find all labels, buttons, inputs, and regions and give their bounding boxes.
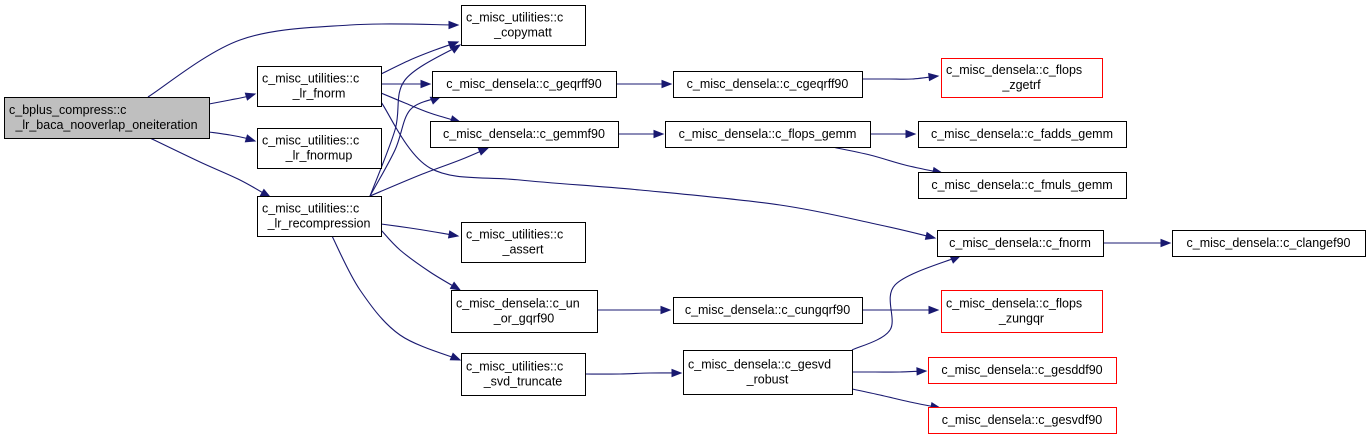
call-edge-cungqrf90-to-flops_zungqr	[862, 305, 940, 315]
node-label-line: c_misc_densela::c_gesvd	[688, 358, 831, 372]
node-root[interactable]: c_bplus_compress::c_lr_baca_nooverlap_on…	[4, 97, 210, 139]
node-label-line: _svd_truncate	[483, 375, 563, 389]
node-label-line: _lr_recompression	[267, 217, 371, 231]
call-edge-lr_recompression-to-gemmf90	[369, 147, 490, 197]
node-clangef90[interactable]: c_misc_densela::c_clangef90	[1172, 230, 1366, 257]
node-label-line: _zungqr	[998, 312, 1044, 326]
node-label-line: c_misc_densela::c_cgeqrff90	[687, 77, 849, 91]
call-edge-gesvd_robust-to-fnorm	[851, 255, 962, 351]
node-copymatt[interactable]: c_misc_utilities::c_copymatt	[461, 5, 586, 46]
node-lr-recompression[interactable]: c_misc_utilities::c_lr_recompression	[257, 196, 382, 237]
call-edge-gemmf90-to-flops_gemm	[618, 129, 665, 139]
node-cungqrf90[interactable]: c_misc_densela::c_cungqrf90	[673, 297, 863, 324]
call-edge-lr_recompression-to-svd_truncate	[331, 235, 462, 361]
node-label-line: _zgetrf	[1001, 78, 1041, 92]
node-fmuls-gemm[interactable]: c_misc_densela::c_fmuls_gemm	[918, 172, 1127, 199]
node-label-line: c_misc_utilities::c	[466, 360, 563, 374]
node-label-line: c_misc_densela::c_gesddf90	[941, 363, 1102, 377]
node-gemmf90[interactable]: c_misc_densela::c_gemmf90	[430, 121, 619, 148]
node-label-line: _robust	[746, 373, 789, 387]
node-lr-fnorm[interactable]: c_misc_utilities::c_lr_fnorm	[257, 66, 382, 107]
call-edge-lr_recompression-to-un_or_gqrf90	[380, 229, 462, 291]
node-label-line: c_misc_densela::c_gesvdf90	[942, 413, 1103, 427]
node-label-line: c_misc_utilities::c	[262, 134, 359, 148]
node-assert[interactable]: c_misc_utilities::c_assert	[461, 222, 586, 263]
node-gesvdf90[interactable]: c_misc_densela::c_gesvdf90	[928, 407, 1117, 434]
node-label-line: _copymatt	[493, 26, 552, 40]
call-edge-svd_truncate-to-gesvd_robust	[584, 368, 683, 378]
call-edge-lr_fnorm-to-geqrff90	[381, 79, 432, 89]
call-edge-lr_fnorm-to-copymatt	[380, 41, 460, 75]
node-label-line: c_misc_densela::c_flops_gemm	[679, 127, 857, 141]
call-edge-un_or_gqrf90-to-cungqrf90	[597, 305, 672, 315]
call-edge-gesvd_robust-to-gesvdf90	[851, 388, 942, 411]
call-edge-fnorm-to-clangef90	[1103, 238, 1172, 248]
node-gesvd-robust[interactable]: c_misc_densela::c_gesvd_robust	[683, 350, 853, 395]
call-edge-gesvd_robust-to-gesddf90	[852, 367, 928, 376]
node-label-line: c_misc_densela::c_fmuls_gemm	[931, 178, 1112, 192]
node-label-line: _assert	[502, 243, 545, 257]
call-edge-root-to-lr_fnorm	[208, 92, 257, 105]
call-edge-root-to-lr_recompression	[149, 137, 272, 198]
node-lr-fnormup[interactable]: c_misc_utilities::c_lr_fnormup	[257, 128, 382, 169]
node-label-line: c_bplus_compress::c	[9, 103, 126, 117]
node-un-or-gqrf90[interactable]: c_misc_densela::c_un_or_gqrf90	[451, 290, 598, 333]
node-geqrff90[interactable]: c_misc_densela::c_geqrff90	[432, 71, 617, 98]
call-edge-lr_recompression-to-assert	[380, 223, 460, 239]
call-edge-flops_gemm-to-fadds_gemm	[870, 129, 917, 139]
call-edge-geqrff90-to-cgeqrff90	[616, 79, 673, 89]
node-label-line: c_misc_utilities::c	[466, 11, 563, 25]
call-edge-flops_gemm-to-fmuls_gemm	[831, 146, 944, 176]
function-nodes: c_bplus_compress::c_lr_baca_nooverlap_on…	[4, 5, 1366, 434]
node-label-line: c_misc_utilities::c	[466, 228, 563, 242]
node-gesddf90[interactable]: c_misc_densela::c_gesddf90	[928, 357, 1117, 384]
node-svd-truncate[interactable]: c_misc_utilities::c_svd_truncate	[461, 353, 586, 396]
node-label-line: c_misc_densela::c_clangef90	[1187, 236, 1351, 250]
node-label-line: _lr_fnorm	[292, 87, 346, 101]
call-edge-lr_recompression-to-copymatt	[369, 44, 462, 197]
node-label-line: _lr_fnormup	[285, 149, 353, 163]
call-edge-cgeqrff90-to-flops_zgetrf	[861, 72, 940, 82]
node-label-line: c_misc_utilities::c	[262, 202, 359, 216]
node-flops-zungqr[interactable]: c_misc_densela::c_flops_zungqr	[941, 290, 1103, 333]
node-label-line: _or_gqrf90	[493, 312, 555, 326]
node-label-line: c_misc_densela::c_cungqrf90	[685, 303, 850, 317]
node-fnorm[interactable]: c_misc_densela::c_fnorm	[937, 230, 1104, 257]
call-edge-lr_recompression-to-geqrff90	[369, 96, 442, 197]
call-edge-root-to-lr_fnormup	[208, 131, 257, 143]
node-label-line: c_misc_densela::c_fnorm	[949, 236, 1091, 250]
node-flops-gemm[interactable]: c_misc_densela::c_flops_gemm	[665, 121, 871, 148]
node-label-line: _lr_baca_nooverlap_oneiteration	[14, 118, 197, 132]
node-label-line: c_misc_densela::c_gemmf90	[443, 127, 605, 141]
node-label-line: c_misc_densela::c_flops	[946, 297, 1082, 311]
node-label-line: c_misc_utilities::c	[262, 72, 359, 86]
node-label-line: c_misc_densela::c_flops	[946, 63, 1082, 77]
node-label-line: c_misc_densela::c_fadds_gemm	[931, 127, 1113, 141]
node-label-line: c_misc_densela::c_un	[456, 297, 580, 311]
call-edge-lr_fnorm-to-fnorm	[380, 101, 937, 240]
node-flops-zgetrf[interactable]: c_misc_densela::c_flops_zgetrf	[941, 58, 1103, 98]
node-cgeqrff90[interactable]: c_misc_densela::c_cgeqrff90	[673, 71, 863, 98]
node-fadds-gemm[interactable]: c_misc_densela::c_fadds_gemm	[918, 121, 1127, 148]
node-label-line: c_misc_densela::c_geqrff90	[446, 77, 601, 91]
call-edge-root-to-copymatt	[147, 20, 460, 98]
